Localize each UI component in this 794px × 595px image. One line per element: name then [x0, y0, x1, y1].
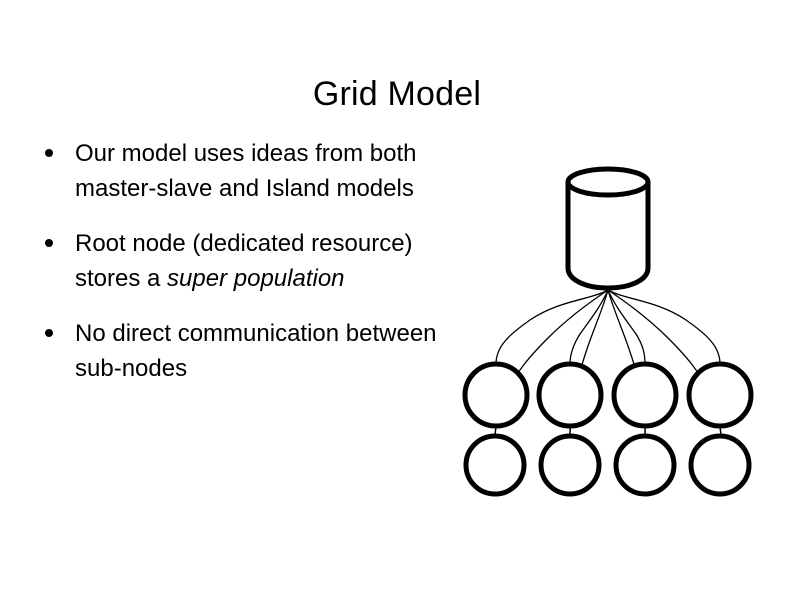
sub-node-circle: [538, 433, 602, 497]
bullet-point-icon: [45, 239, 53, 247]
connector-root-to-node-4: [607, 289, 721, 365]
page-title: Grid Model: [312, 74, 482, 113]
sub-node-circle: [688, 433, 752, 497]
list-item-label: No direct communication between sub-node…: [75, 320, 444, 382]
sub-node-circle: [462, 361, 530, 429]
list-item: No direct communication between sub-node…: [40, 316, 450, 386]
bottom-row-nodes: [463, 433, 752, 497]
connector-root-to-node-2: [569, 289, 609, 365]
connector-root-to-node-3: [607, 289, 646, 365]
list-item-italic-text: super population: [167, 265, 345, 292]
cylinder-body: [565, 179, 651, 291]
list-item-label: Root node (dedicated resource) stores a …: [75, 226, 450, 296]
sub-node-circle: [463, 433, 527, 497]
list-item-plain-text: Root node (dedicated resource) stores a: [75, 230, 420, 292]
top-row-nodes: [462, 361, 754, 429]
sub-node-circle: [613, 433, 677, 497]
connector-lines: [494, 289, 722, 437]
connector-root-to-node-1: [495, 289, 609, 365]
bullet-point-icon: [45, 329, 53, 337]
root-node-database-cylinder: [565, 166, 651, 291]
sub-node-circle: [536, 361, 604, 429]
cylinder-top-ellipse: [565, 166, 651, 198]
list-item-label: Our model uses ideas from both master-sl…: [75, 140, 424, 202]
sub-node-circle: [686, 361, 754, 429]
bullet-point-icon: [45, 149, 53, 157]
grid-model-topology-diagram: [440, 150, 785, 520]
bullet-list: Our model uses ideas from both master-sl…: [40, 136, 450, 386]
vertical-node-links: [494, 425, 722, 437]
list-item: Our model uses ideas from both master-sl…: [40, 136, 450, 206]
list-item: Root node (dedicated resource) stores a …: [40, 226, 450, 296]
sub-node-circle: [611, 361, 679, 429]
